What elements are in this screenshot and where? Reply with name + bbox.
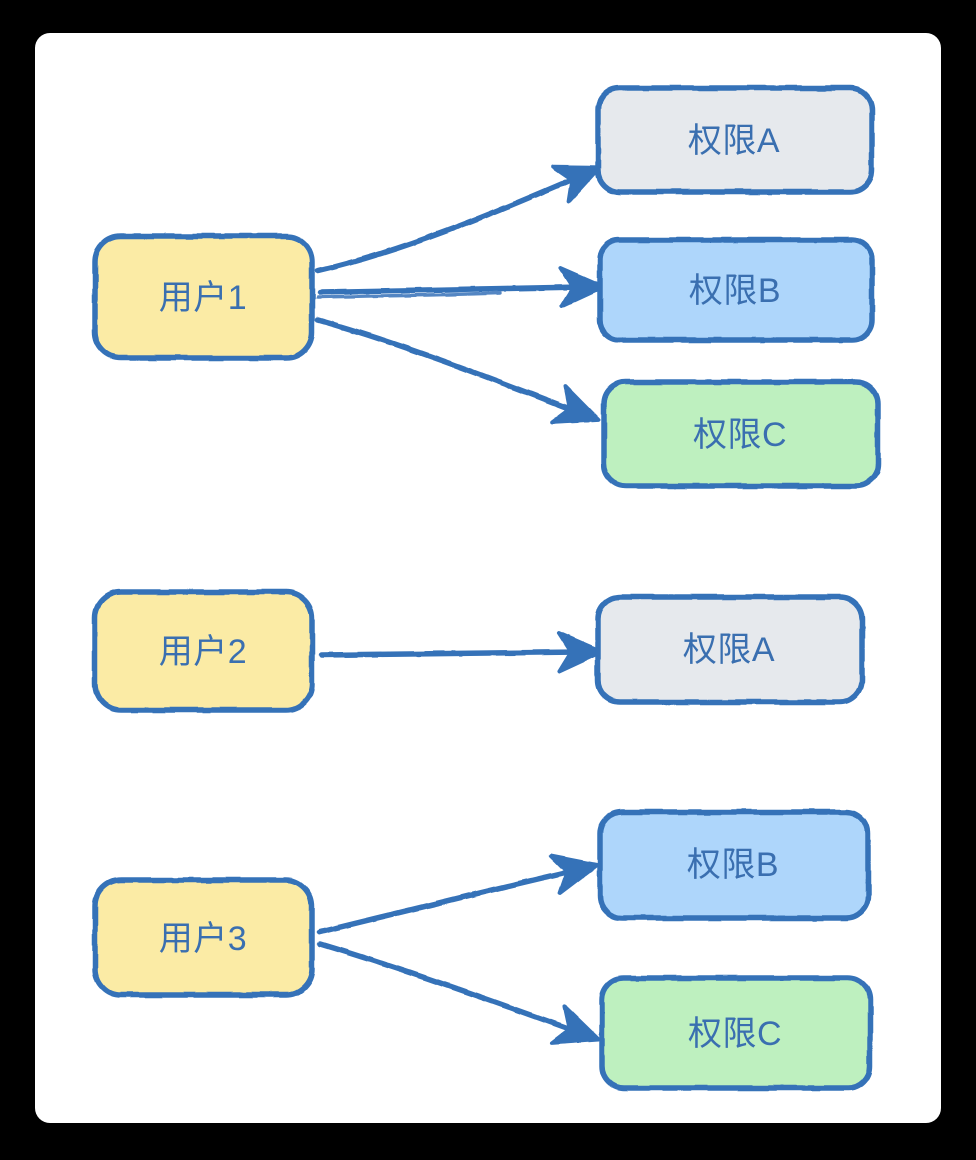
node-permission-a-2[interactable] — [595, 594, 865, 705]
node-permission-b-1[interactable] — [597, 237, 875, 343]
node-permission-b-2-shape — [597, 809, 871, 921]
node-permission-c-2-shape — [599, 975, 873, 1091]
node-user3-shape — [92, 877, 315, 998]
node-permission-a-2-shape — [595, 594, 865, 705]
node-permission-a-1[interactable] — [595, 85, 875, 195]
node-user3-label: 用户3 — [159, 920, 247, 958]
edge-user1-to-permission-b — [316, 266, 606, 309]
node-permission-a-2-label: 权限A — [683, 631, 775, 669]
edge-user3-to-permission-c — [317, 941, 601, 1045]
edges-layer — [315, 164, 606, 1045]
node-permission-a-1-label: 权限A — [688, 122, 780, 160]
edge-user3-to-permission-b — [317, 854, 600, 935]
node-permission-c-1[interactable] — [601, 379, 881, 489]
node-user1-shape — [92, 233, 315, 361]
edge-user1-to-permission-c — [315, 317, 601, 425]
node-user3[interactable] — [92, 877, 315, 998]
node-permission-b-1-label: 权限B — [689, 272, 781, 310]
node-user2[interactable] — [92, 589, 315, 713]
node-permission-c-2[interactable] — [599, 975, 873, 1091]
labels-layer: 用户1 用户2 用户3 权限A 权限B 权限C 权限A 权限B 权限C — [159, 122, 787, 1053]
node-user2-shape — [92, 589, 315, 713]
node-permission-c-2-label: 权限C — [688, 1015, 782, 1053]
node-permission-b-2-label: 权限B — [687, 846, 779, 884]
node-permission-b-1-shape — [597, 237, 875, 343]
edge-user1-to-permission-a — [315, 164, 603, 274]
nodes-layer — [92, 85, 881, 1091]
node-permission-c-1-label: 权限C — [693, 416, 787, 454]
node-permission-b-2[interactable] — [597, 809, 871, 921]
node-user2-label: 用户2 — [159, 633, 247, 671]
node-permission-a-1-shape — [595, 85, 875, 195]
node-permission-c-1-shape — [601, 379, 881, 489]
node-user1-label: 用户1 — [159, 279, 247, 317]
node-user1[interactable] — [92, 233, 315, 361]
edge-user2-to-permission-a — [319, 631, 604, 674]
